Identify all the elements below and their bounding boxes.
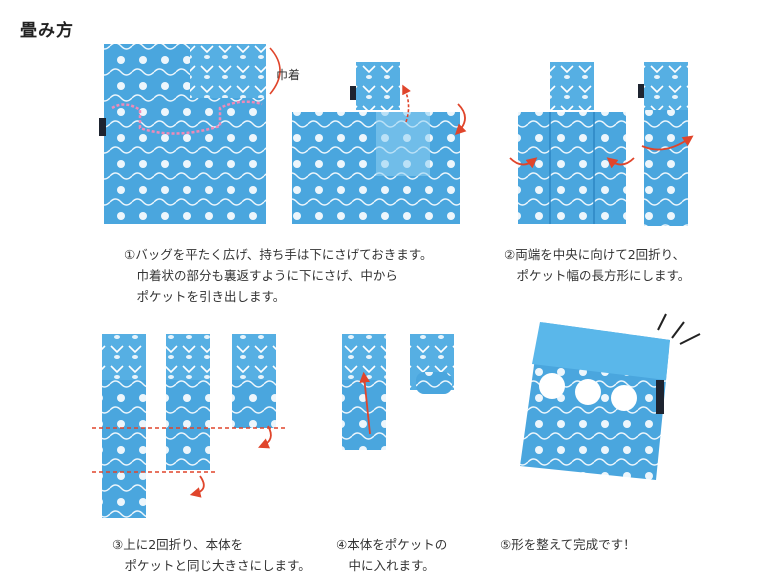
step3-strips [92, 334, 288, 518]
caption-step1: ①バッグを平たく広げ、持ち手は下にさげておきます。 巾着状の部分も裏返すように下… [124, 247, 433, 304]
caption-step2: ②両端を中央に向けて2回折り、 ポケット幅の長方形にします。 [504, 247, 691, 283]
handle-label: 巾着 [276, 68, 301, 82]
step5-finished-pouch [520, 313, 701, 480]
caption-step3: ③上に2回折り、本体を ポケットと同じ大きさにします。 [112, 537, 311, 573]
page-title: 畳み方 [20, 21, 74, 41]
caption-step4: ④本体をポケットの 中に入れます。 [336, 537, 448, 573]
step1-folded-down [292, 62, 467, 224]
step1-flat-bag [99, 44, 266, 224]
step2-side-fold [509, 62, 635, 224]
handle-bracket [269, 47, 281, 95]
step2-narrow [638, 62, 694, 226]
step4-insert [342, 334, 454, 450]
caption-step5: ⑤形を整えて完成です！ [500, 537, 636, 552]
